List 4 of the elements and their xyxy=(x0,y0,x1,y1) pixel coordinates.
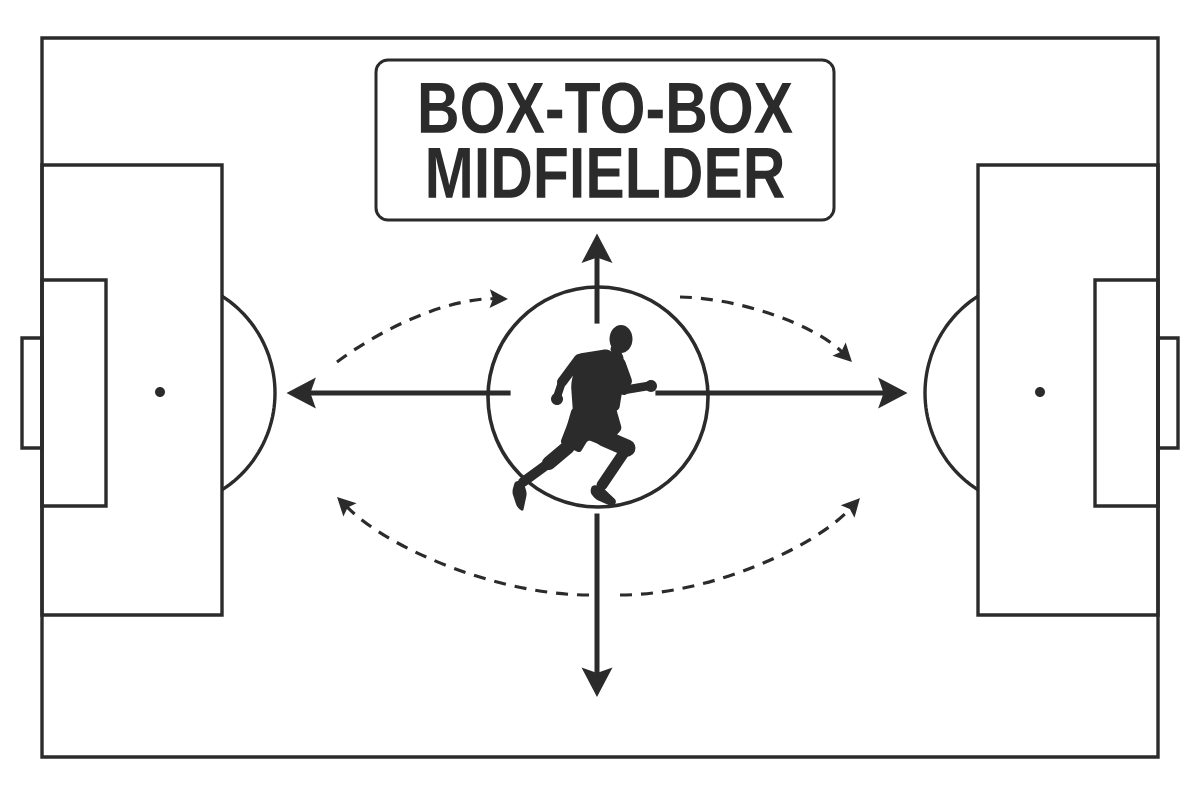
player-silhouette xyxy=(512,325,657,511)
title-box: BOX-TO-BOX MIDFIELDER xyxy=(374,58,836,222)
penalty-area xyxy=(923,163,1160,617)
penalty-area xyxy=(40,163,277,617)
